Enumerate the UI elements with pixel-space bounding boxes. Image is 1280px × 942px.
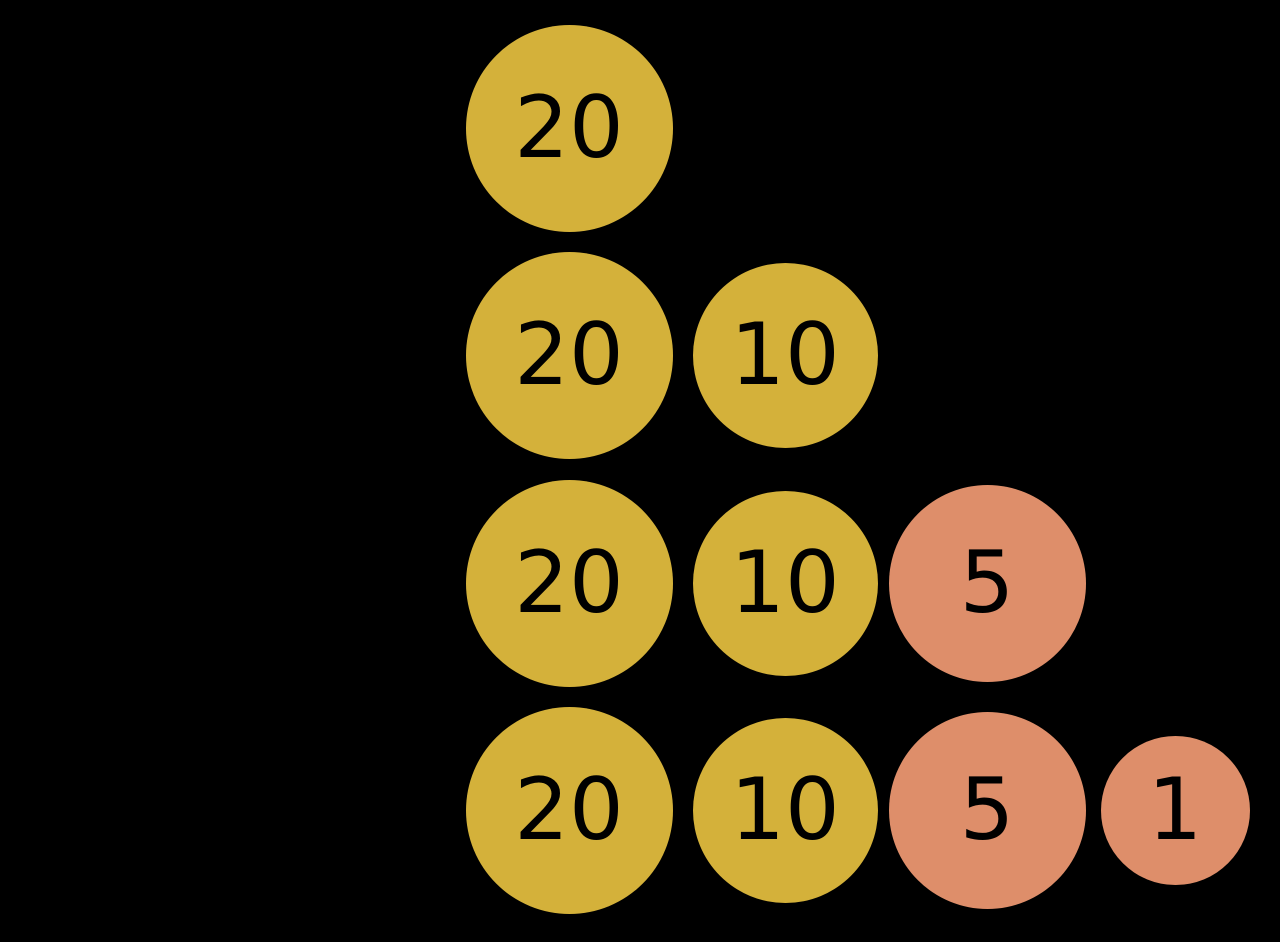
bubble-5[interactable]: 5: [888, 711, 1086, 909]
bubble-label: 20: [514, 760, 624, 860]
bubble-20[interactable]: 20: [465, 251, 673, 459]
bubble-10[interactable]: 10: [692, 717, 878, 903]
bubble-label: 10: [730, 305, 840, 405]
bubble-label: 1: [1147, 760, 1203, 860]
bubble-label: 10: [730, 760, 840, 860]
bubble-20[interactable]: 20: [465, 479, 673, 687]
bubble-label: 5: [959, 533, 1015, 633]
bubble-label: 10: [730, 533, 840, 633]
bubble-label: 20: [514, 305, 624, 405]
bubble-20[interactable]: 20: [465, 24, 673, 232]
bubble-5[interactable]: 5: [888, 484, 1086, 682]
bubble-10[interactable]: 10: [692, 490, 878, 676]
bubble-10[interactable]: 10: [692, 262, 878, 448]
bubble-label: 5: [959, 760, 1015, 860]
bubble-1[interactable]: 1: [1100, 735, 1250, 885]
bubble-20[interactable]: 20: [465, 706, 673, 914]
bubble-label: 20: [514, 533, 624, 633]
bubble-label: 20: [514, 78, 624, 178]
